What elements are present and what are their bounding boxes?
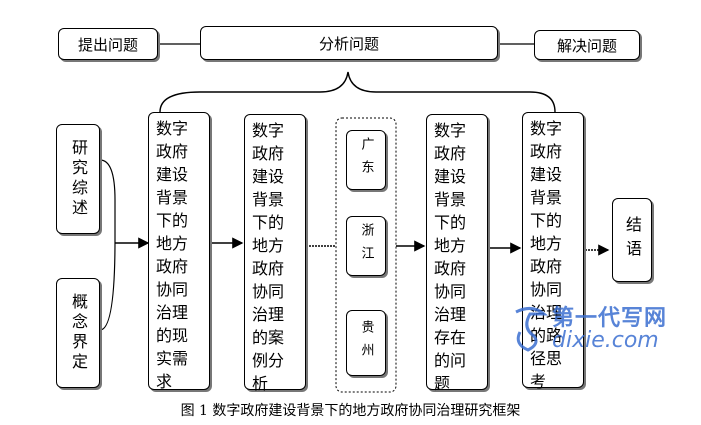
problems-box: 数字政府建设背景下的地方政府协同治理存在的问题 [426,114,488,393]
paths-box: 数字政府建设背景下的地方政府协同治理的路径思考 [522,112,584,391]
analyze-problem-label: 分析问题 [318,34,379,53]
zhejiang-label: 浙江 [358,223,374,269]
guangdong-box: 广东 [346,130,386,190]
zhejiang-box: 浙江 [346,216,386,276]
concept-box: 概念界定 [56,278,100,388]
conclusion-box: 结语 [612,198,652,282]
brace-analyze [159,71,556,113]
provinces-frame [335,117,397,393]
review-label: 研究综述 [69,139,88,219]
problems-label: 数字政府建设背景下的地方政府协同治理存在的问题 [434,121,467,393]
raise-problem-box: 提出问题 [58,28,158,60]
conclusion-label: 结语 [623,216,642,264]
figure-caption: 图 1 数字政府建设背景下的地方政府协同治理研究框架 [180,403,521,419]
concept-label: 概念界定 [69,293,88,373]
raise-problem-label: 提出问题 [77,35,138,54]
needs-label: 数字政府建设背景下的地方政府协同治理的现实需求 [156,119,189,391]
guangdong-label: 广东 [358,137,374,183]
cases-label: 数字政府建设背景下的地方政府协同治理的案例分析 [252,121,285,393]
brace-left [99,159,116,331]
needs-box: 数字政府建设背景下的地方政府协同治理的现实需求 [148,112,210,391]
guizhou-label: 贵州 [358,320,374,366]
review-box: 研究综述 [56,124,100,234]
paths-label: 数字政府建设背景下的地方政府协同治理的路径思考 [530,119,563,391]
analyze-problem-box: 分析问题 [200,26,498,60]
solve-problem-box: 解决问题 [534,30,640,60]
solve-problem-label: 解决问题 [556,36,617,55]
cases-box: 数字政府建设背景下的地方政府协同治理的案例分析 [244,114,306,393]
guizhou-box: 贵州 [346,310,386,376]
